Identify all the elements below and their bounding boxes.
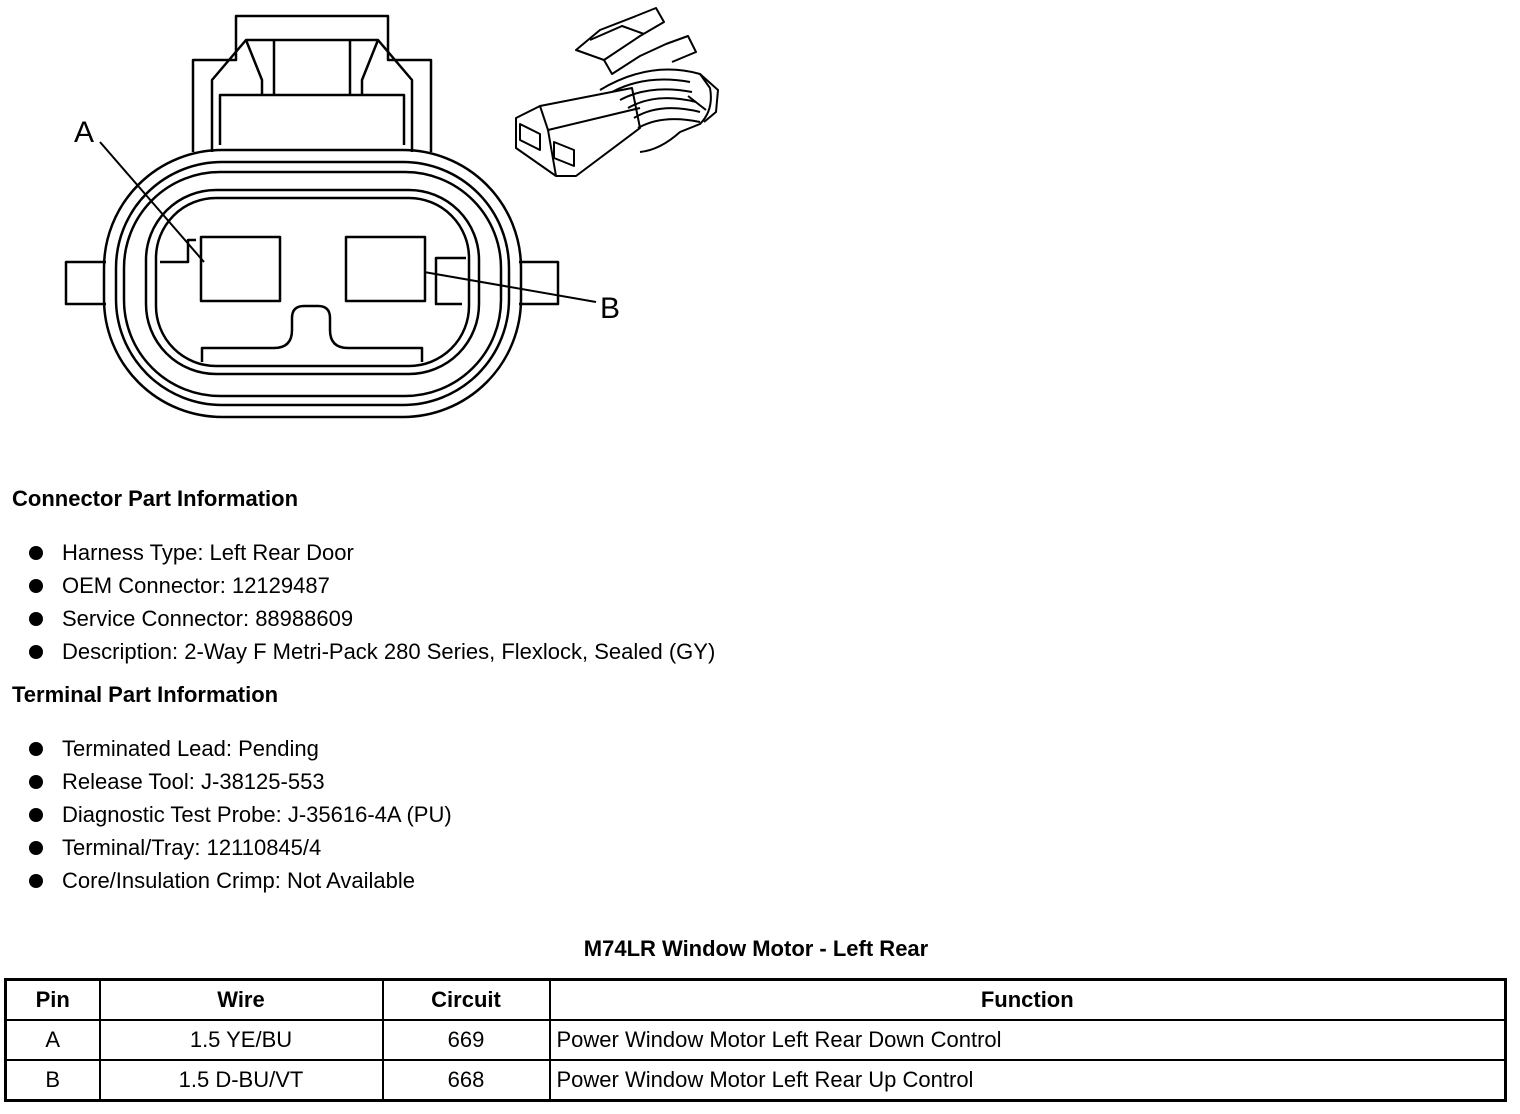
pin-table: Pin Wire Circuit Function A 1.5 YE/BU 66…	[4, 978, 1507, 1102]
list-item: Description: 2-Way F Metri-Pack 280 Seri…	[26, 637, 715, 670]
terminal-info-list: Terminated Lead: Pending Release Tool: J…	[26, 734, 452, 899]
table-row: A 1.5 YE/BU 669 Power Window Motor Left …	[4, 1019, 1507, 1061]
callout-leader-a	[99, 141, 205, 263]
list-item: Core/Insulation Crimp: Not Available	[26, 866, 452, 899]
callout-label-a: A	[74, 116, 94, 149]
column-header-wire: Wire	[98, 978, 384, 1021]
column-header-circuit: Circuit	[381, 978, 551, 1021]
cell-pin: A	[4, 1019, 101, 1061]
list-item: Terminal/Tray: 12110845/4	[26, 833, 452, 866]
cell-wire: 1.5 YE/BU	[98, 1019, 384, 1061]
callout-leader-b	[423, 271, 597, 303]
cell-circuit: 669	[381, 1019, 551, 1061]
cell-function: Power Window Motor Left Rear Up Control	[548, 1059, 1507, 1102]
terminal-info-heading: Terminal Part Information	[12, 682, 279, 707]
list-item: Harness Type: Left Rear Door	[26, 538, 715, 571]
connector-diagram: A B	[64, 7, 719, 419]
left-side-tab	[64, 260, 106, 306]
list-item: OEM Connector: 12129487	[26, 571, 715, 604]
list-item: Service Connector: 88988609	[26, 604, 715, 637]
cell-circuit: 668	[381, 1059, 551, 1102]
pin-table-title: M74LR Window Motor - Left Rear	[583, 936, 929, 961]
table-row: B 1.5 D-BU/VT 668 Power Window Motor Lef…	[4, 1059, 1507, 1102]
right-side-tab	[519, 260, 560, 306]
terminal-cavity-b	[344, 235, 427, 303]
table-header-row: Pin Wire Circuit Function	[4, 978, 1507, 1021]
list-item: Terminated Lead: Pending	[26, 734, 452, 767]
callout-label-b: B	[600, 292, 620, 325]
terminal-cavity-a	[199, 235, 282, 303]
connector-housing-outer	[102, 148, 523, 419]
list-item: Release Tool: J-38125-553	[26, 767, 452, 800]
cell-function: Power Window Motor Left Rear Down Contro…	[548, 1019, 1507, 1061]
connector-info-list: Harness Type: Left Rear Door OEM Connect…	[26, 538, 715, 670]
cell-pin: B	[4, 1059, 101, 1102]
connector-latch	[191, 14, 433, 152]
list-item: Diagnostic Test Probe: J-35616-4A (PU)	[26, 800, 452, 833]
cell-wire: 1.5 D-BU/VT	[98, 1059, 384, 1102]
connector-info-heading: Connector Part Information	[12, 486, 299, 511]
connector-isometric-view	[515, 7, 719, 177]
column-header-function: Function	[548, 978, 1507, 1021]
column-header-pin: Pin	[4, 978, 101, 1021]
